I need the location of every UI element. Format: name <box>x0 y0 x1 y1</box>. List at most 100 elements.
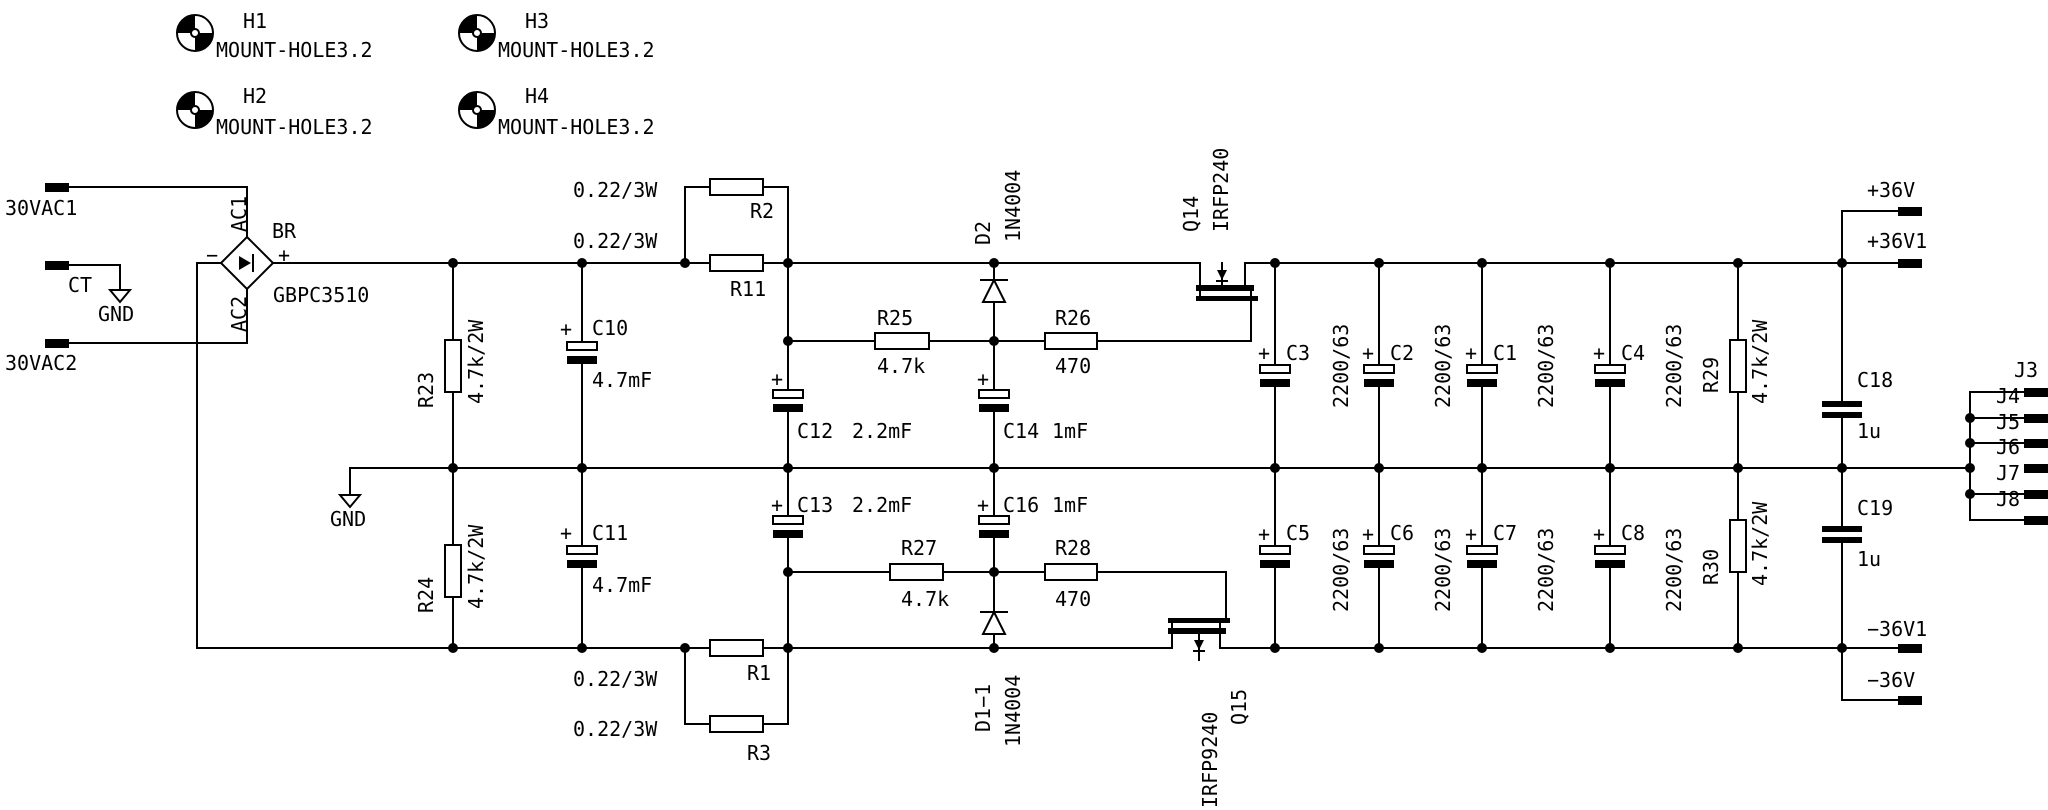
mosfet-q14: Q14 IRFP240 <box>1179 148 1258 301</box>
capacitor-ref: C5 <box>1286 521 1310 545</box>
label-plus-36v: +36V <box>1867 178 1915 202</box>
resistor-ref: R24 <box>414 577 438 613</box>
connector-label-j6: J6 <box>1996 435 2020 459</box>
resistor-value: 0.22/3W <box>573 717 658 741</box>
mosfet-value: IRFP9240 <box>1198 712 1222 808</box>
capacitor-value: 2200/63 <box>1329 324 1353 408</box>
bridge-ref: BR <box>272 219 297 243</box>
resistor-value: 4.7k/2W <box>464 319 488 404</box>
capacitor-value: 4.7mF <box>592 368 652 392</box>
capacitor-value: 1u <box>1857 547 1881 571</box>
connector-label-j5: J5 <box>1996 410 2020 434</box>
resistor-value: 0.22/3W <box>573 178 658 202</box>
mount-hole-value: MOUNT-HOLE3.2 <box>216 38 373 62</box>
input-pin-ct <box>45 261 69 270</box>
resistor-r28: R28 470 <box>1044 536 1098 611</box>
resistor-r24: R24 4.7k/2W <box>414 467 488 649</box>
resistor-value: 4.7k/2W <box>464 524 488 609</box>
mount-hole-icon <box>176 91 214 129</box>
resistor-value: 470 <box>1055 354 1091 378</box>
capacitor-ref: C7 <box>1493 521 1517 545</box>
resistor-ref: R23 <box>414 372 438 408</box>
capacitor-c5: + C5 2200/63 <box>1258 467 1353 649</box>
polarity-mark: + <box>1593 341 1605 365</box>
capacitor-c18: C18 1u <box>1822 262 1893 469</box>
capacitor-c12: + C12 2.2mF <box>771 367 912 443</box>
polarity-mark: + <box>1465 341 1477 365</box>
connector-pin <box>2024 388 2048 397</box>
capacitor-c13: + C13 2.2mF <box>771 493 912 538</box>
mount-hole-icon <box>458 14 496 52</box>
resistor-r27: R27 4.7k <box>889 536 949 611</box>
mosfet-q15: IRFP9240 Q15 <box>1168 618 1251 808</box>
capacitor-value: 2200/63 <box>1431 324 1455 408</box>
capacitor-c8: + C8 2200/63 <box>1593 467 1686 649</box>
capacitor-ref: C1 <box>1493 341 1517 365</box>
capacitor-c19: C19 1u <box>1822 467 1893 649</box>
diode-value: 1N4004 <box>1001 675 1025 747</box>
capacitor-value: 2200/63 <box>1662 324 1686 408</box>
capacitor-c3: + C3 2200/63 <box>1258 262 1353 469</box>
connector-pin <box>2024 490 2048 499</box>
polarity-mark: + <box>1465 522 1477 546</box>
resistor-r30: R30 4.7k/2W <box>1699 467 1772 649</box>
output-pin-plus-36v <box>1898 207 1922 216</box>
mosfet-value: IRFP240 <box>1209 148 1233 232</box>
label-30vac1: 30VAC1 <box>5 196 77 220</box>
connector-label-j3: J3 <box>2014 358 2038 382</box>
diode-d1: D1−1 1N4004 <box>971 609 1025 747</box>
resistor-value: 4.7k/2W <box>1748 319 1772 404</box>
capacitor-value: 2200/63 <box>1431 528 1455 612</box>
resistor-ref: R26 <box>1055 306 1091 330</box>
connector-pin <box>2024 414 2048 423</box>
connector-label-j4: J4 <box>1996 384 2020 408</box>
polarity-mark: + <box>560 317 572 341</box>
resistor-r1: 0.22/3W R1 <box>573 639 771 691</box>
polarity-mark: + <box>1258 341 1270 365</box>
connector-label-j8: J8 <box>1996 487 2020 511</box>
polarity-mark: + <box>1362 341 1374 365</box>
diode-ref: D1−1 <box>971 684 995 732</box>
label-minus-36v: −36V <box>1867 668 1915 692</box>
mount-hole-ref: H4 <box>525 84 549 108</box>
resistor-ref: R27 <box>901 536 937 560</box>
label-main-gnd: GND <box>330 507 366 531</box>
resistor-r26: R26 470 <box>1044 306 1098 378</box>
capacitor-value: 2200/63 <box>1662 528 1686 612</box>
resistor-ref: R1 <box>747 661 771 685</box>
capacitor-c16: + C16 1mF <box>977 493 1088 538</box>
capacitor-ref: C12 <box>797 419 833 443</box>
resistor-value: 4.7k <box>901 587 949 611</box>
capacitor-c10: + C10 4.7mF <box>560 262 652 469</box>
capacitor-ref: C11 <box>592 521 628 545</box>
label-ct: CT <box>68 273 92 297</box>
output-terminals: +36V +36V1 −36V1 −36V <box>1841 178 1927 705</box>
mount-hole-h3: H3 MOUNT-HOLE3.2 <box>458 9 655 62</box>
capacitor-value: 2200/63 <box>1534 324 1558 408</box>
mount-hole-icon <box>176 14 214 52</box>
mount-hole-h4: H4 MOUNT-HOLE3.2 <box>458 84 655 139</box>
capacitor-value: 1mF <box>1052 493 1088 517</box>
polarity-mark: + <box>977 493 989 517</box>
resistor-r2: 0.22/3W R2 <box>573 178 789 264</box>
connector-pin <box>2024 439 2048 448</box>
bridge-pin-ac1: AC1 <box>227 196 251 232</box>
mount-hole-h1: H1 MOUNT-HOLE3.2 <box>176 9 373 62</box>
input-pin-30vac2 <box>45 339 69 348</box>
resistor-r3: 0.22/3W R3 <box>573 647 789 765</box>
polarity-mark: + <box>771 367 783 391</box>
capacitor-c6: + C6 2200/63 <box>1362 467 1455 649</box>
connector-pin <box>2024 464 2048 473</box>
resistor-ref: R3 <box>747 741 771 765</box>
mount-hole-value: MOUNT-HOLE3.2 <box>216 115 373 139</box>
input-pin-30vac1 <box>45 183 69 192</box>
polarity-mark: + <box>771 493 783 517</box>
output-pin-minus-36v <box>1898 696 1922 705</box>
capacitor-value: 2200/63 <box>1534 528 1558 612</box>
capacitor-ref: C10 <box>592 316 628 340</box>
diode-value: 1N4004 <box>1001 170 1025 242</box>
capacitor-c2: + C2 2200/63 <box>1362 262 1455 469</box>
resistor-r11: 0.22/3W R11 <box>573 229 766 301</box>
diode-icon <box>239 256 251 270</box>
capacitor-value: 2200/63 <box>1329 528 1353 612</box>
